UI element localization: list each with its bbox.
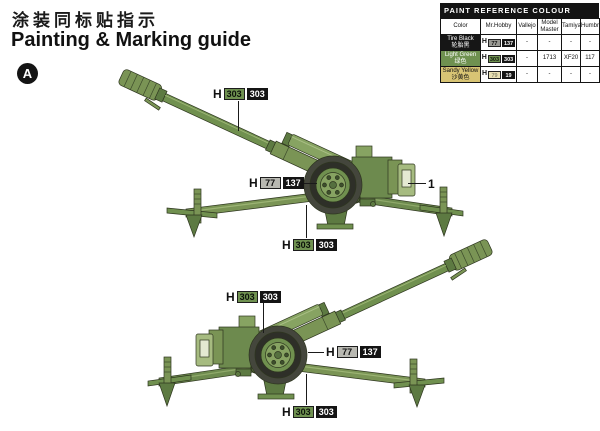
paint-chip-aqueous: 303 [292,239,314,251]
color-name-en: Sandy Yellow [442,68,479,74]
paint-chip-aqueous: 303 [292,406,314,418]
leader-line [308,352,324,353]
callout-prefix: H [282,405,291,419]
mr-hobby-code: H 303 303 [481,54,516,63]
paint-chip-lacquer: 137 [282,177,304,189]
leader-line [297,183,317,184]
hobby-prefix: H [481,70,488,78]
callout-number: 1 [428,177,435,191]
paint-chip-aqueous: 303 [223,88,245,100]
callout-prefix: H [282,238,291,252]
hobby-color-chip: 19 [502,70,516,79]
leader-line [408,183,426,184]
hobby-aqueous-chip: 303 [487,54,502,63]
callout-prefix: H [326,345,335,359]
view-marker-a: A [17,63,38,84]
color-swatch-light-green: Light Green 绿色 [440,50,481,67]
hobby-aqueous-chip: 79 [488,70,502,79]
leader-line [238,101,239,131]
color-name-en: Tire Black [447,36,474,42]
paint-chip-lacquer: 303 [259,291,281,303]
hobby-color-chip: 303 [502,54,516,63]
table-row: Tire Black 轮胎黑 H 77 137 - - - - [440,34,600,51]
callout-prefix: H [226,290,235,304]
leader-line [263,303,264,333]
paint-callout-barrel-top: H 303 303 [213,88,268,100]
table-row: Sandy Yellow 沙黄色 H 79 19 - - - - [440,66,600,83]
paint-table-header-row: Color Mr.Hobby Vallejo Model Master Tami… [440,18,600,35]
mr-hobby-code: H 77 137 [481,38,516,47]
paint-chip-aqueous: 77 [336,346,358,358]
hobby-color-chip: 137 [501,38,516,47]
leader-line [306,374,307,405]
color-name-cn: 轮胎黑 [451,42,470,49]
mr-hobby-code: H 79 19 [481,70,516,79]
callout-prefix: H [249,176,258,190]
paint-chip-lacquer: 303 [315,406,337,418]
paint-callout-wheel-bottom: H 77 137 [326,346,381,358]
howitzer-view-top [114,57,464,238]
hobby-aqueous-chip: 77 [487,38,501,47]
paint-callout-wheel-top: H 77 137 [249,177,304,189]
paint-reference-table: PAINT REFERENCE COLOUR Color Mr.Hobby Va… [440,3,600,83]
paint-callout-trail-top: H 303 303 [282,239,337,251]
paint-chip-aqueous: 77 [259,177,281,189]
color-name-cn: 绿色 [454,58,467,65]
paint-callout-cradle-bottom: H 303 303 [226,291,281,303]
paint-callout-trail-bottom: H 303 303 [282,406,337,418]
humbrol-value: - [580,66,600,83]
table-row: Light Green 绿色 H 303 303 - 1713 XF20 117 [440,50,600,67]
color-name-en: Light Green [444,52,477,58]
page-title-english: Painting & Marking guide [11,29,252,51]
callout-prefix: H [213,87,222,101]
paint-table-title: PAINT REFERENCE COLOUR [440,3,599,18]
hobby-prefix: H [481,54,487,62]
paint-chip-lacquer: 303 [315,239,337,251]
paint-chip-lacquer: 137 [359,346,381,358]
leader-line [306,205,307,238]
paint-chip-aqueous: 303 [236,291,258,303]
hobby-prefix: H [481,38,487,46]
color-swatch-sandy-yellow: Sandy Yellow 沙黄色 [440,66,481,83]
howitzer-view-bottom [147,227,497,408]
part-callout-1: 1 [428,177,435,191]
color-name-cn: 沙黄色 [451,74,470,81]
paint-chip-lacquer: 303 [246,88,268,100]
tamiya-value: - [561,66,581,83]
color-swatch-tire-black: Tire Black 轮胎黑 [440,34,481,51]
page-title-chinese: 涂装同标贴指示 [12,11,159,30]
